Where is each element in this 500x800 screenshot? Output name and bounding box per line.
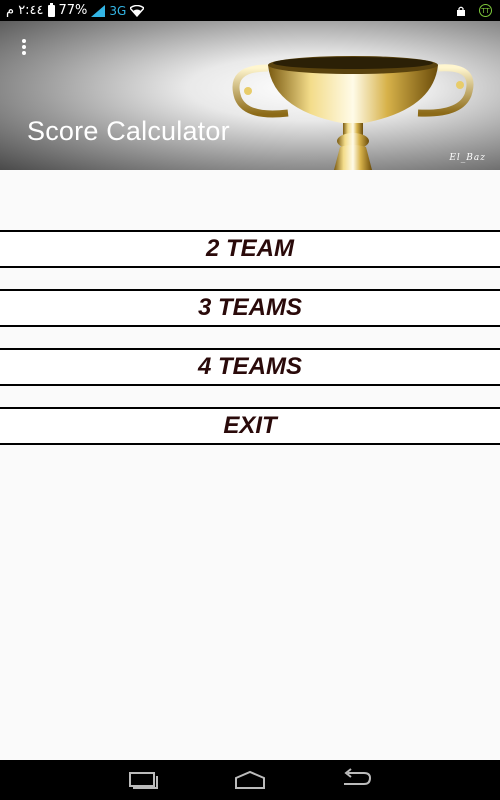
two-team-button[interactable]: 2 TEAM (0, 230, 500, 268)
status-bar: ٢:٤٤ م 77% 3G TT (0, 0, 500, 21)
tt-app-icon: TT (479, 4, 492, 17)
exit-button[interactable]: EXIT (0, 407, 500, 445)
status-left: ٢:٤٤ م 77% 3G (6, 2, 145, 19)
battery-level: 77% (58, 3, 88, 18)
clock: ٢:٤٤ م (6, 3, 44, 18)
battery-icon (47, 2, 55, 17)
back-icon[interactable] (338, 768, 374, 792)
two-team-label: 2 TEAM (205, 235, 294, 262)
overflow-menu-icon[interactable] (16, 39, 32, 59)
four-teams-label: 4 TEAMS (197, 353, 302, 380)
four-teams-button[interactable]: 4 TEAMS (0, 348, 500, 386)
watermark: El_Baz (449, 153, 486, 163)
status-right: TT (457, 2, 492, 19)
recent-apps-icon[interactable] (125, 768, 161, 792)
network-type: 3G (109, 3, 127, 18)
wifi-icon (130, 4, 145, 17)
exit-label: EXIT (223, 412, 277, 439)
nav-bar (0, 760, 500, 800)
home-icon[interactable] (232, 768, 268, 792)
three-teams-button[interactable]: 3 TEAMS (0, 289, 500, 327)
trophy-image (232, 56, 474, 170)
app-header: Score Calculator El_Baz (0, 21, 500, 170)
three-teams-label: 3 TEAMS (197, 294, 302, 321)
signal-icon (91, 4, 106, 17)
app-title: Score Calculator (27, 116, 230, 146)
lock-icon (457, 6, 465, 16)
